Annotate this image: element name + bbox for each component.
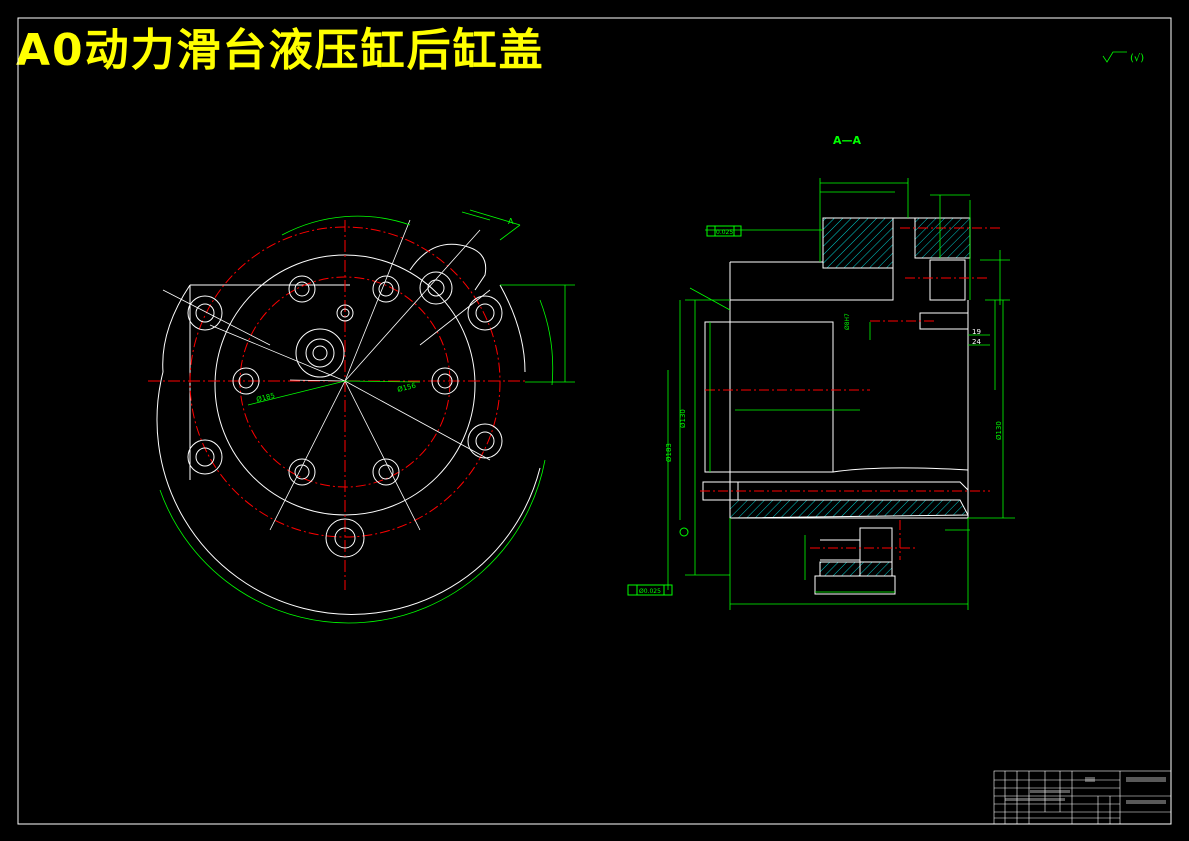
- dim-d130-right: Ø130: [995, 421, 1003, 440]
- dim-d8h7: Ø8H7: [844, 313, 851, 330]
- dim-24: 24: [972, 338, 981, 346]
- tolerance-frame-top: 0.025: [706, 225, 742, 237]
- drawing-border: [17, 17, 1172, 825]
- roughness-text: (√): [1130, 53, 1144, 64]
- dim-d156: Ø156: [397, 381, 418, 393]
- title-block: [993, 770, 1172, 825]
- drawing-title: A0动力滑台液压缸后缸盖: [16, 25, 545, 76]
- dim-d185: Ø185: [256, 392, 276, 404]
- tolerance-frame-bottom: Ø0.025: [627, 584, 673, 596]
- front-view: Ø185 Ø156 A: [148, 209, 575, 624]
- svg-text:0.025: 0.025: [716, 229, 733, 236]
- section-label: A—A: [833, 134, 862, 147]
- dim-d183: Ø183: [665, 443, 673, 462]
- dim-19: 19: [972, 328, 981, 336]
- dim-d130-left: Ø130: [679, 409, 687, 428]
- surface-roughness-note: (√): [1102, 51, 1144, 64]
- view-marker: A: [508, 217, 514, 226]
- section-view: Ø8H7 19 24 Ø183 Ø130 Ø130 0.025 Ø0.025: [627, 178, 1015, 610]
- svg-text:Ø0.025: Ø0.025: [639, 588, 661, 595]
